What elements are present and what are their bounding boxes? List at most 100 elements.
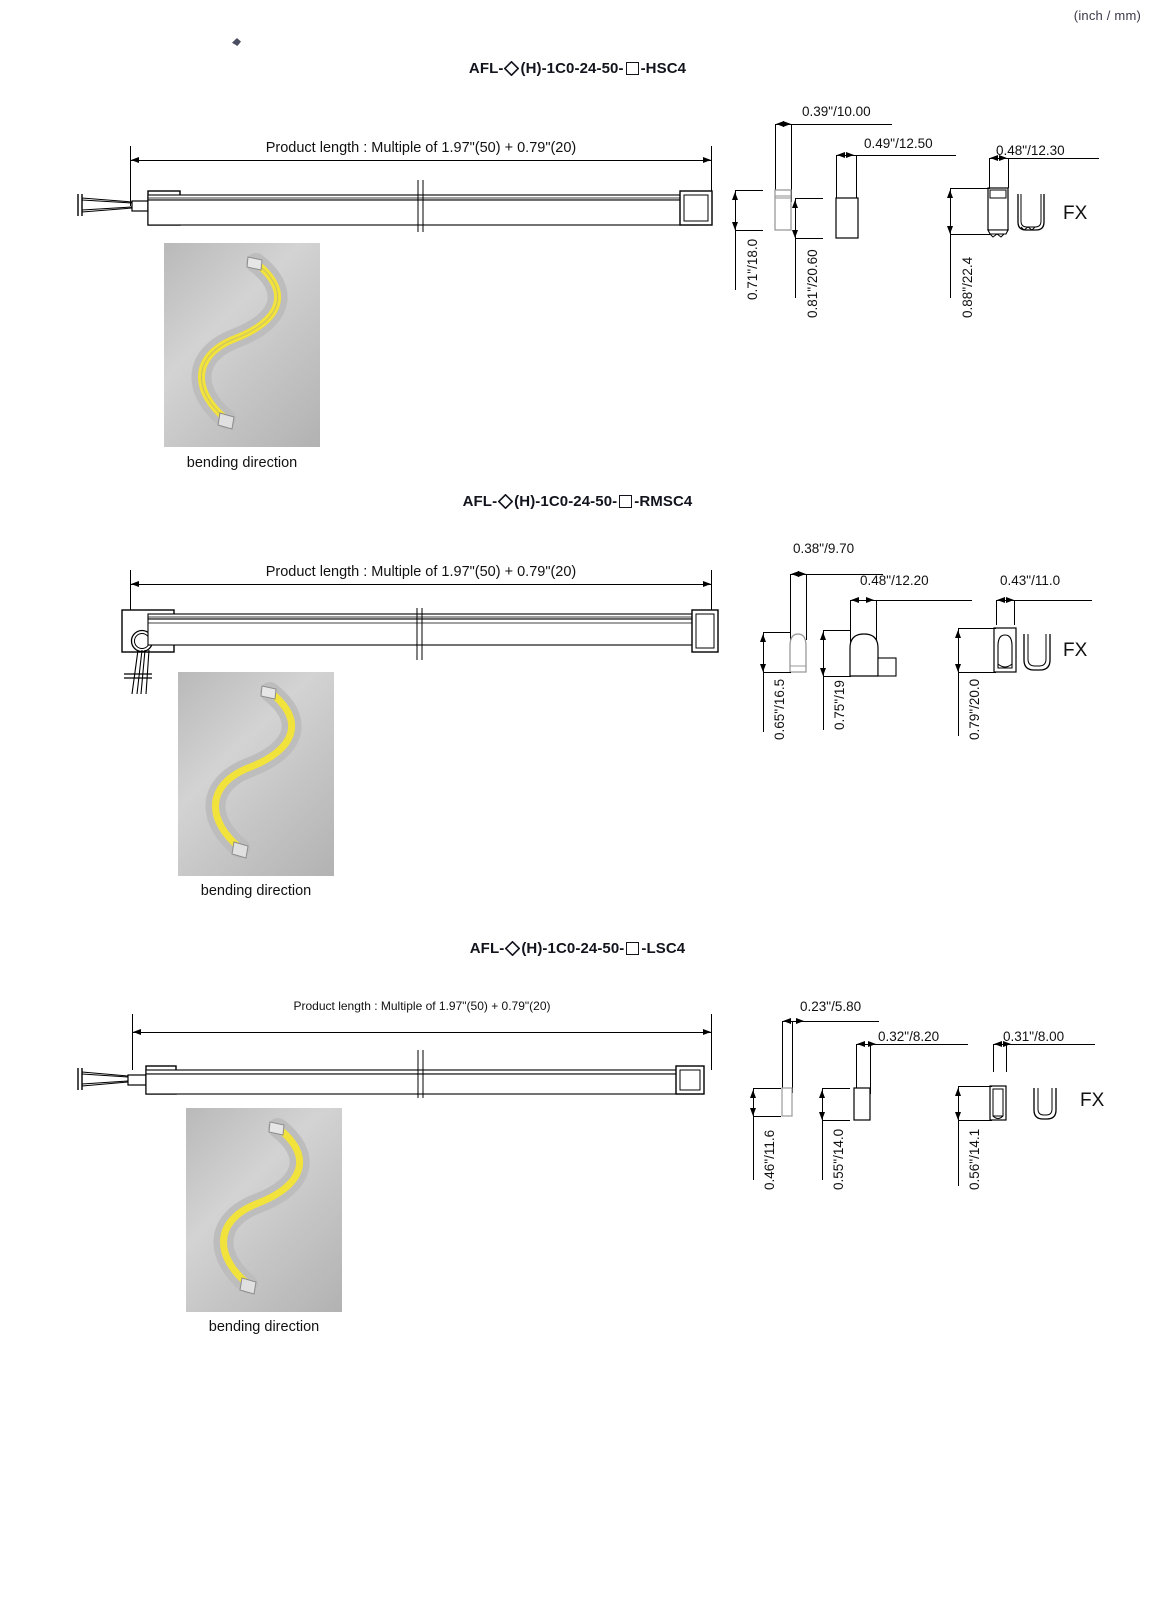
- dim-tick-h1-top: [753, 1088, 781, 1089]
- dim-line-product-length: [132, 1032, 712, 1033]
- dim-arrow-w1-l: [783, 1017, 791, 1024]
- scan-artifact-mark: [232, 38, 241, 46]
- dim-ext-w3-r: [1006, 1044, 1007, 1072]
- dim-leader-w3: [993, 1044, 1095, 1045]
- fx-channel-icon-hsc4: [1017, 194, 1045, 231]
- bending-curve-graphic: [191, 253, 288, 430]
- fx-label-rmsc4: FX: [1063, 640, 1088, 661]
- dim-arrow-h3-d: [946, 226, 953, 234]
- dim-ext-w1-r: [792, 1021, 793, 1093]
- dim-arrow-left: [133, 1028, 141, 1035]
- title-mid: (H)-1C0-24-50-: [520, 60, 624, 77]
- bending-curve-graphic: [213, 1118, 310, 1295]
- dim-tick-h2-bot: [823, 676, 851, 677]
- dim-tick-h2-top: [822, 1088, 850, 1089]
- square-placeholder-icon: [625, 61, 639, 75]
- cross-section-b-lsc4: [853, 1087, 871, 1121]
- dim-tick-h3-bot: [958, 1120, 992, 1121]
- dim-leader-w1: [782, 1021, 879, 1022]
- units-label: (inch / mm): [1073, 8, 1141, 23]
- dim-ext-h2-line: [823, 630, 824, 730]
- dim-arrow-h3-u: [954, 630, 961, 638]
- profile-side-view-rmsc4: [121, 608, 719, 695]
- dim-ext-h3-line: [958, 1086, 959, 1186]
- dim-arrow-w1-l: [776, 120, 784, 127]
- dim-arrow-right: [703, 156, 711, 163]
- dim-tick-h1-bot: [763, 672, 791, 673]
- cross-section-a-hsc4: [774, 189, 792, 231]
- dim-height-3-hsc4: 0.88"/22.4: [960, 256, 975, 318]
- dim-width-1-rmsc4: 0.38"/9.70: [793, 541, 855, 556]
- dim-arrow-w3-r: [1006, 596, 1014, 603]
- dim-ext-h1-line: [753, 1088, 754, 1180]
- dim-line-product-length: [130, 160, 712, 161]
- cross-section-a-lsc4: [781, 1087, 793, 1117]
- bending-curve-graphic: [205, 682, 302, 859]
- dim-tick-h1-bot: [735, 230, 763, 231]
- section-title-lsc4: AFL-(H)-1C0-24-50--LSC4: [0, 940, 1155, 957]
- dim-tick-h2-bot: [822, 1120, 850, 1121]
- dim-arrow-w3-l: [997, 596, 1005, 603]
- dim-width-3-lsc4: 0.31"/8.00: [1003, 1029, 1065, 1044]
- dim-width-1-hsc4: 0.39"/10.00: [802, 104, 871, 119]
- dim-height-2-lsc4: 0.55"/14.0: [831, 1128, 846, 1190]
- dim-ext-right: [711, 570, 712, 632]
- dim-tick-h1-top: [763, 632, 791, 633]
- title-mid: (H)-1C0-24-50-: [521, 940, 625, 957]
- dim-arrow-h1-d: [759, 664, 766, 672]
- dim-ext-h2-line: [822, 1088, 823, 1180]
- dim-arrow-h3-u: [954, 1088, 961, 1096]
- fx-channel-icon-rmsc4: [1023, 634, 1051, 671]
- dim-arrow-w2-r: [866, 596, 874, 603]
- cross-section-c-rmsc4: [993, 627, 1017, 673]
- dim-tick-h2-bot: [795, 238, 823, 239]
- dim-ext-w3-r: [1008, 158, 1009, 188]
- dim-arrow-h1-u: [731, 192, 738, 200]
- dim-arrow-w3-r: [999, 155, 1007, 161]
- dim-ext-left: [130, 570, 131, 632]
- bending-direction-image-lsc4: [186, 1108, 342, 1312]
- dim-width-2-lsc4: 0.32"/8.20: [878, 1029, 940, 1044]
- dim-ext-w1-r: [806, 574, 807, 640]
- dim-ext-right: [711, 146, 712, 206]
- title-suffix: -HSC4: [640, 60, 687, 77]
- dim-line-product-length: [130, 584, 712, 585]
- dim-ext-h2-line: [795, 198, 796, 298]
- fx-label-hsc4: FX: [1063, 203, 1088, 224]
- dim-arrow-h1-d: [749, 1108, 756, 1116]
- dim-height-3-lsc4: 0.56"/14.1: [967, 1128, 982, 1190]
- square-placeholder-icon: [619, 494, 633, 508]
- bending-caption-lsc4: bending direction: [208, 1319, 320, 1335]
- dim-ext-w3-l: [989, 158, 990, 188]
- diamond-placeholder-icon: [505, 940, 521, 956]
- dim-ext-w1-r: [791, 124, 792, 202]
- dim-width-3-hsc4: 0.48"/12.30: [996, 143, 1065, 158]
- dim-ext-w3-r: [1014, 600, 1015, 625]
- section-title-rmsc4: AFL-(H)-1C0-24-50--RMSC4: [0, 493, 1155, 510]
- title-suffix: -RMSC4: [634, 493, 693, 510]
- dim-arrow-w1-r: [783, 120, 791, 127]
- dim-ext-h3-line: [950, 188, 951, 298]
- dim-arrow-w2-l: [837, 151, 845, 158]
- dim-ext-w2-r: [856, 155, 857, 210]
- dim-arrow-h1-u: [749, 1090, 756, 1098]
- dim-height-2-rmsc4: 0.75"/19: [832, 680, 847, 730]
- dim-arrow-left: [131, 580, 139, 587]
- dim-arrow-h2-d: [791, 230, 798, 238]
- dim-ext-right: [711, 1014, 712, 1070]
- dim-ext-w2-l: [850, 600, 851, 642]
- dim-arrow-h1-u: [759, 634, 766, 642]
- dim-arrow-h3-u: [946, 190, 953, 198]
- bending-caption-hsc4: bending direction: [186, 455, 298, 471]
- dim-arrow-h1-d: [731, 222, 738, 230]
- dim-arrow-w1-r: [796, 1017, 804, 1024]
- dim-arrow-w2-l: [857, 1040, 865, 1047]
- dim-arrow-h2-d: [819, 668, 826, 676]
- dim-arrow-h2-u: [819, 632, 826, 640]
- dim-ext-w2-r: [876, 600, 877, 642]
- dim-width-1-lsc4: 0.23"/5.80: [800, 999, 862, 1014]
- dim-leader-w2: [856, 1044, 968, 1045]
- dim-arrow-right: [703, 580, 711, 587]
- dim-width-2-rmsc4: 0.48"/12.20: [860, 573, 929, 588]
- dim-arrow-w1-r: [798, 570, 806, 577]
